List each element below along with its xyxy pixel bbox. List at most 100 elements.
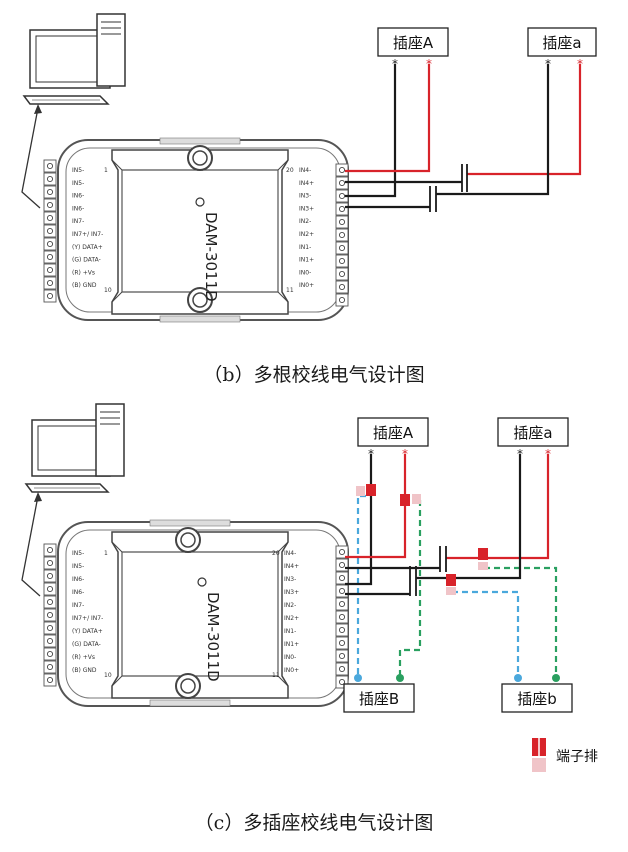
left-pin-label: (Y) DATA+	[72, 244, 103, 251]
screw-icon	[46, 676, 54, 684]
right-pin-label: IN0-	[299, 269, 311, 276]
arrow-head-icon	[34, 104, 42, 114]
screw-icon	[338, 179, 346, 187]
screw-icon	[46, 188, 54, 196]
socket-a-small-label: 插座a	[542, 34, 581, 52]
socket-a-small-box	[497, 417, 569, 447]
dam-device-b: DAM-3011D	[57, 137, 349, 323]
left-pin-label: (B) GND	[72, 667, 97, 674]
screw-icon	[338, 283, 346, 291]
right-pin-label: IN1+	[299, 257, 314, 264]
pin-number: 11	[272, 672, 280, 679]
screw-icon	[338, 548, 346, 556]
pin-labels-b: IN5-IN5-IN6-IN6-IN7-IN7+/ IN7-(Y) DATA+(…	[72, 167, 314, 294]
left-pin-label: IN5-	[72, 180, 84, 187]
left-terminal-block	[43, 543, 57, 687]
svg-text:*: *	[545, 447, 551, 461]
caption-c: （c）多插座校线电气设计图	[194, 812, 434, 834]
screw-icon	[46, 227, 54, 235]
screw-icon	[338, 665, 346, 673]
left-pin-label: IN5-	[72, 550, 84, 557]
right-pin-label: IN0+	[299, 282, 314, 289]
svg-text:*: *	[368, 447, 374, 461]
left-pin-label: IN5-	[72, 167, 84, 174]
left-pin-label: IN6-	[72, 576, 84, 583]
socket-a-small-box	[527, 27, 597, 57]
screw-icon	[46, 266, 54, 274]
screw-icon	[338, 218, 346, 226]
left-pin-label: IN5-	[72, 563, 84, 570]
right-pin-label: IN1-	[299, 244, 311, 251]
left-pin-label: IN7-	[72, 218, 84, 225]
terminal-strip-legend-icon	[532, 738, 546, 772]
screw-icon	[46, 559, 54, 567]
svg-text:*: *	[517, 447, 523, 461]
screw-icon	[338, 561, 346, 569]
screw-icon	[338, 574, 346, 582]
socket-a-box	[357, 417, 429, 447]
right-pin-label: IN2-	[299, 218, 311, 225]
right-terminal-block	[335, 545, 349, 689]
socket-b-small-box	[501, 683, 573, 713]
screw-icon	[338, 244, 346, 252]
right-pin-label: IN3-	[284, 576, 296, 583]
screw-icon	[338, 192, 346, 200]
dam-device-c: DAM-3011D	[57, 519, 349, 707]
screw-icon	[46, 585, 54, 593]
svg-text:*: *	[545, 57, 551, 71]
screw-icon	[338, 652, 346, 660]
screw-icon	[338, 587, 346, 595]
socket-b-label: 插座B	[359, 690, 399, 708]
pin-number: 20	[286, 167, 294, 174]
screw-icon	[338, 626, 346, 634]
right-pin-label: IN4+	[284, 563, 299, 570]
screw-icon	[46, 253, 54, 261]
pin-number: 1	[104, 550, 108, 557]
right-pin-label: IN3+	[299, 205, 314, 212]
right-pin-label: IN2+	[284, 615, 299, 622]
caption-b: （b）多根校线电气设计图	[203, 364, 425, 386]
svg-text:*: *	[402, 447, 408, 461]
pin-labels-c: IN5-IN5-IN6-IN6-IN7-IN7+/ IN7-(Y) DATA+(…	[72, 550, 299, 679]
link-line	[21, 107, 41, 209]
socket-b-box	[343, 683, 415, 713]
left-pin-label: (R) +Vs	[72, 269, 95, 276]
arrow-head-icon	[34, 492, 42, 502]
screw-icon	[46, 650, 54, 658]
left-pin-label: IN6-	[72, 193, 84, 200]
left-pin-label: IN7-	[72, 602, 84, 609]
pin-marks-c: * * * *	[368, 447, 551, 461]
screw-icon	[46, 663, 54, 671]
screw-icon	[338, 231, 346, 239]
socket-a-box	[377, 27, 449, 57]
screw-icon	[338, 600, 346, 608]
right-pin-label: IN0+	[284, 667, 299, 674]
diagram-c: DAM-3011D IN5-IN5-IN6-IN6-IN7-IN7+/ IN7-…	[21, 403, 573, 772]
pin-marks-b: * * * *	[392, 57, 583, 71]
diagram-b: DAM-3011D IN5-IN5-IN6-IN6-IN7-IN7+/ IN7-…	[21, 13, 597, 323]
screw-icon	[46, 240, 54, 248]
left-pin-label: (R) +Vs	[72, 654, 95, 661]
left-pin-label: (G) DATA-	[72, 257, 101, 264]
right-pin-label: IN2-	[284, 602, 296, 609]
link-line	[21, 495, 41, 597]
screw-icon	[46, 214, 54, 222]
screw-icon	[46, 546, 54, 554]
screw-icon	[46, 279, 54, 287]
left-terminal-block	[43, 159, 57, 303]
pin-number: 10	[104, 287, 112, 294]
computer-icon	[24, 403, 125, 493]
dashed-wires-c	[356, 494, 558, 676]
pin-number: 1	[104, 167, 108, 174]
svg-text:*: *	[426, 57, 432, 71]
right-pin-label: IN4-	[299, 167, 311, 174]
screw-icon	[46, 598, 54, 606]
screw-icon	[338, 613, 346, 621]
socket-a-label: 插座A	[373, 424, 414, 442]
screw-icon	[46, 624, 54, 632]
terminal-strip-legend-label: 端子排	[556, 749, 598, 765]
right-pin-label: IN3-	[299, 193, 311, 200]
right-pin-label: IN1+	[284, 641, 299, 648]
pin-number: 10	[104, 672, 112, 679]
pin-number: 20	[272, 550, 280, 557]
